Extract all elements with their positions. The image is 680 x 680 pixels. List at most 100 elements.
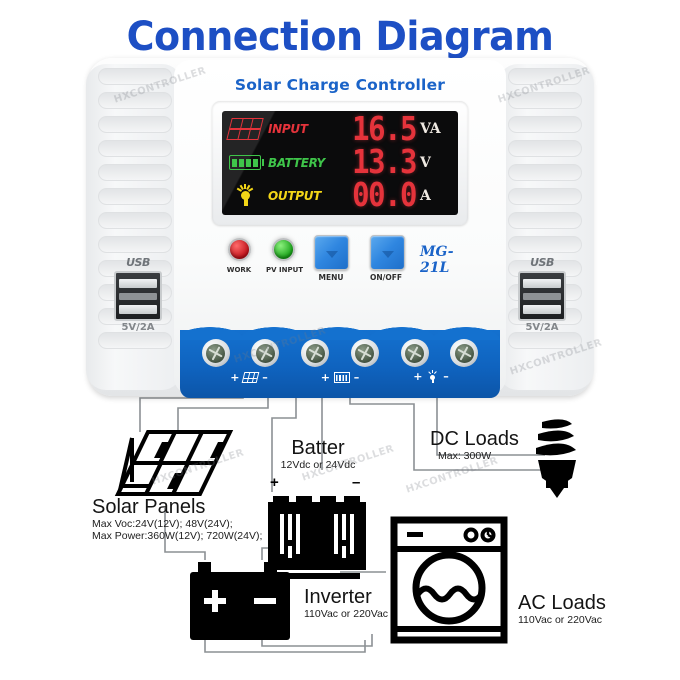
pv-input-led-label: PV INPUT	[266, 266, 304, 274]
terminal-screws	[180, 336, 500, 370]
usb-label-right: USB	[530, 256, 554, 269]
lcd-unit-battery: V	[420, 154, 431, 171]
solar-minus: –	[262, 370, 268, 384]
terminal-screw[interactable]	[400, 339, 429, 367]
usb-connector-left[interactable]	[114, 271, 162, 321]
usb-divider	[523, 292, 561, 300]
model-label: MG-21L	[420, 244, 454, 276]
lcd-label-battery: BATTERY	[268, 155, 325, 170]
label-solar-panels: Solar Panels Max Voc:24V(12V); 48V(24V);…	[92, 496, 262, 542]
fin	[508, 188, 582, 205]
lamp-icon	[426, 369, 439, 384]
inverter-spec: 110Vac or 220Vac	[304, 608, 389, 620]
fin	[98, 140, 172, 157]
inverter-title: Inverter	[304, 586, 372, 608]
lcd-label-output: OUTPUT	[268, 188, 322, 203]
dc-loads-spec: Max: 300W	[438, 450, 492, 462]
onoff-button-label: ON/OFF	[369, 273, 402, 282]
fin	[508, 140, 582, 157]
battery-spec: 12Vdc or 24Vdc	[280, 459, 356, 471]
onoff-button[interactable]	[370, 235, 405, 270]
usb-rating-left: 5V/2A	[121, 322, 155, 333]
terminal-markings: + – + – +	[180, 366, 500, 388]
label-dc-loads: DC Loads Max: 300W	[430, 428, 519, 462]
fin	[98, 116, 172, 133]
brand-text: Solar Charge Controller	[234, 76, 446, 94]
terminal-screw[interactable]	[301, 339, 330, 367]
solar-panel-graphic	[114, 430, 234, 496]
usb-slot	[523, 304, 561, 314]
lcd-label-input: INPUT	[268, 122, 308, 137]
ac-loads-spec: 110Vac or 220Vac	[518, 614, 603, 626]
battery-title: Batter	[291, 437, 345, 459]
terminal-screw[interactable]	[251, 339, 280, 367]
lcd-value-input: 16.5	[352, 111, 417, 148]
lcd-value-output: 00.0	[352, 176, 417, 215]
usb-divider	[119, 292, 157, 300]
washing-machine-graphic	[390, 516, 508, 644]
usb-rating-right: 5V/2A	[525, 322, 559, 333]
fin	[98, 332, 172, 349]
usb-port-right: USB 5V/2A	[512, 256, 572, 333]
usb-slot	[119, 304, 157, 314]
usb-label-left: USB	[126, 256, 150, 269]
load-minus: –	[443, 370, 449, 384]
lcd-row-output: OUTPUT 00.0 A	[222, 179, 458, 214]
battery-plus-marker: +	[270, 474, 279, 491]
fin	[508, 92, 582, 109]
terminal-group-solar: + –	[227, 371, 271, 384]
fin	[508, 236, 582, 253]
dc-loads-title: DC Loads	[430, 428, 519, 450]
usb-slot	[119, 278, 157, 288]
battery-minus-marker: –	[352, 474, 361, 491]
solar-plus: +	[230, 370, 240, 384]
battery-icon	[222, 155, 268, 171]
battery-icon	[333, 372, 350, 383]
load-plus: +	[413, 370, 423, 384]
fin	[508, 212, 582, 229]
battery-minus: –	[353, 370, 360, 384]
battery-graphic-lower	[190, 562, 290, 640]
work-led	[227, 238, 251, 261]
lcd-unit-input: VA	[420, 121, 441, 138]
terminal-strip-body	[180, 330, 500, 398]
fin	[98, 164, 172, 181]
battery-plus: +	[320, 370, 331, 384]
terminal-strip-wave	[180, 324, 500, 340]
ac-loads-title: AC Loads	[518, 592, 606, 614]
lcd-value-battery: 13.3	[352, 143, 417, 182]
fin	[98, 212, 172, 229]
lcd-row-battery: BATTERY 13.3 V	[222, 145, 458, 180]
fin	[508, 68, 582, 85]
fin	[508, 116, 582, 133]
terminal-screw[interactable]	[450, 339, 479, 367]
terminal-screw[interactable]	[350, 339, 379, 367]
lcd-row-input: INPUT 16.5 VA	[222, 112, 458, 147]
fin	[508, 164, 582, 181]
solar-panels-spec-2: Max Power:360W(12V); 720W(24V);	[92, 530, 263, 542]
usb-connector-right[interactable]	[518, 271, 566, 321]
menu-button-label: MENU	[318, 273, 344, 282]
label-inverter: Inverter 110Vac or 220Vac	[304, 586, 388, 620]
menu-button[interactable]	[314, 235, 349, 270]
lamp-icon	[222, 183, 268, 208]
fin	[98, 236, 172, 253]
solar-panels-spec-1: Max Voc:24V(12V); 48V(24V);	[92, 518, 233, 530]
fin	[98, 68, 172, 85]
page-title: Connection Diagram	[126, 14, 554, 60]
pv-input-indicator: PV INPUT	[266, 238, 304, 274]
terminal-screw[interactable]	[201, 339, 230, 367]
fin	[98, 188, 172, 205]
controls-row: WORK PV INPUT MENU ON/OFF MG-21L	[214, 235, 474, 296]
terminal-group-battery: + –	[318, 371, 362, 384]
usb-slot	[523, 278, 561, 288]
fin	[98, 92, 172, 109]
terminal-group-load: + –	[409, 369, 453, 384]
fin	[508, 332, 582, 349]
cfl-bulb-graphic	[536, 419, 576, 498]
terminal-strip: + – + – +	[174, 320, 506, 398]
